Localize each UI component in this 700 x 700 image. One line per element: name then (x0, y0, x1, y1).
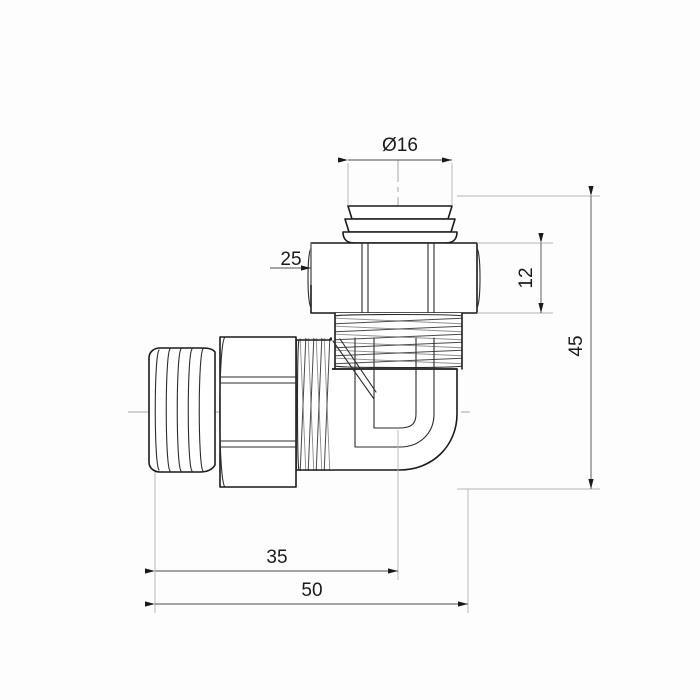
seal-ring-2 (344, 218, 456, 233)
elbow-inner-bore-outer (354, 337, 435, 448)
elbow-corner-taper-b (339, 338, 377, 393)
union-nut-body (219, 336, 297, 488)
union-nut-left-chamfer (219, 336, 226, 488)
dim-label-35: 35 (266, 547, 287, 568)
dimension-diameter-16: Ø16 (338, 135, 453, 205)
h-thread-left-arc (296, 339, 300, 471)
top-hex-nut (307, 242, 481, 314)
tail-thread-body (148, 347, 216, 473)
tail-thread-ridges (154, 348, 204, 472)
dim-label-diameter-16: Ø16 (382, 135, 418, 156)
horizontal-male-thread (295, 338, 332, 471)
h-thread-fill (296, 340, 332, 470)
top-cap-seal-rings (342, 205, 458, 244)
dimension-50: 50 (145, 472, 469, 613)
dimension-45: 45 (457, 186, 600, 490)
dimension-25: 25 (270, 243, 312, 285)
hex-nut-body (310, 242, 478, 314)
union-nut (219, 336, 297, 488)
v-thread-top-arc (334, 313, 463, 317)
dim-label-25: 25 (280, 249, 301, 270)
hex-nut-right-chamfer (476, 247, 481, 309)
seal-ring-1 (347, 205, 453, 220)
left-tail-thread (148, 347, 216, 473)
dim-label-12: 12 (516, 267, 537, 288)
elbow-corner-taper-a (332, 340, 375, 400)
hex-nut-left-chamfer (307, 247, 312, 309)
dimension-12: 12 (477, 233, 553, 314)
seal-ring-3 (342, 231, 458, 244)
vertical-male-thread (334, 312, 463, 370)
v-thread-bottom-arc (334, 365, 463, 369)
h-thread-lines (299, 338, 331, 471)
elbow-inner-bore-inner (373, 337, 417, 429)
dim-label-50: 50 (301, 580, 322, 601)
elbow-body (330, 337, 458, 471)
dim-label-45: 45 (566, 335, 587, 356)
v-thread-lines (335, 317, 462, 365)
